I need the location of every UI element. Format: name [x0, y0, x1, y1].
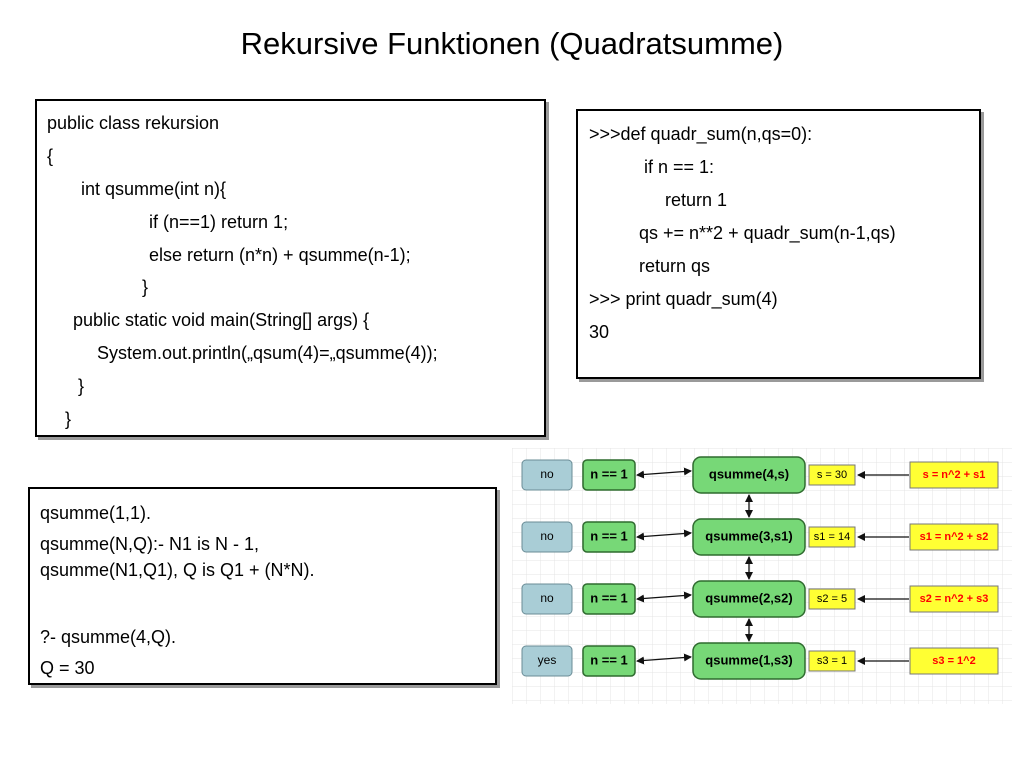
check-call-arrow [636, 591, 692, 603]
python-code-line: if n == 1: [644, 157, 715, 177]
value-box [808, 588, 856, 610]
check-node [582, 459, 636, 491]
value-box-label: s1 = 14 [814, 531, 850, 543]
check-call-arrow [636, 653, 692, 665]
java-code-line: int qsumme(int n){ [81, 179, 227, 199]
java-code-line: else return (n*n) + qsumme(n-1); [149, 245, 411, 265]
java-code-line: } [65, 409, 72, 429]
prolog-code-box: qsumme(1,1). qsumme(N,Q):- N1 is N - 1, … [28, 487, 497, 685]
call-node-label: qsumme(3,s1) [705, 528, 792, 543]
call-node [692, 642, 806, 680]
python-code-line: >>>def quadr_sum(n,qs=0): [589, 124, 813, 144]
java-code-box: public class rekursion { int qsumme(int … [35, 99, 546, 437]
check-node-label: n == 1 [590, 466, 628, 481]
check-node [582, 521, 636, 553]
java-code-line: public static void main(String[] args) { [73, 310, 370, 330]
formula-box [909, 585, 999, 613]
prolog-code-line: Q = 30 [40, 658, 95, 678]
check-call-arrow [636, 529, 692, 541]
call-node [692, 518, 806, 556]
check-node-label: n == 1 [590, 652, 628, 667]
formula-box-label: s1 = n^2 + s2 [920, 531, 989, 543]
check-node-label: n == 1 [590, 528, 628, 543]
call-node-label: qsumme(1,s3) [705, 652, 792, 667]
call-node-label: qsumme(4,s) [709, 466, 789, 481]
call-node [692, 456, 806, 494]
answer-node-label: yes [538, 653, 557, 667]
prolog-code-line: qsumme(N,Q):- N1 is N - 1, [40, 534, 260, 554]
python-code-line: return 1 [665, 190, 728, 210]
python-code-box: >>>def quadr_sum(n,qs=0): if n == 1: ret… [576, 109, 981, 379]
check-node [582, 645, 636, 677]
python-code-line: qs += n**2 + quadr_sum(n-1,qs) [639, 223, 896, 243]
python-code-line: >>> print quadr_sum(4) [589, 289, 778, 309]
prolog-code-line: qsumme(N1,Q1), Q is Q1 + (N*N). [40, 560, 315, 580]
answer-node-label: no [540, 529, 554, 543]
recursion-diagram: no n == 1 qsumme(4,s) s = 30 s = n^2 + s1 no n… [512, 448, 1012, 704]
formula-box [909, 523, 999, 551]
formula-box-label: s = n^2 + s1 [923, 469, 986, 481]
formula-box-label: s3 = 1^2 [932, 655, 975, 667]
answer-node-label: no [540, 591, 554, 605]
prolog-code-line: qsumme(1,1). [40, 503, 152, 523]
python-code-line: return qs [639, 256, 711, 276]
answer-node [521, 459, 573, 491]
value-box [808, 650, 856, 672]
answer-node [521, 583, 573, 615]
check-call-arrow [636, 467, 692, 479]
slide-title: Rekursive Funktionen (Quadratsumme) [240, 26, 784, 61]
check-node-label: n == 1 [590, 590, 628, 605]
java-code-line: public class rekursion [47, 113, 220, 133]
java-code-line: if (n==1) return 1; [149, 212, 289, 232]
java-code-line: { [47, 146, 54, 166]
call-node-label: qsumme(2,s2) [705, 590, 792, 605]
check-node [582, 583, 636, 615]
answer-node [521, 645, 573, 677]
answer-node [521, 521, 573, 553]
call-node [692, 580, 806, 618]
java-code-line: } [142, 277, 149, 297]
java-code-line: } [78, 376, 85, 396]
formula-box-label: s2 = n^2 + s3 [920, 593, 989, 605]
formula-box [909, 461, 999, 489]
value-box [808, 464, 856, 486]
value-box-label: s2 = 5 [817, 593, 847, 605]
java-code-line: System.out.println(„qsum(4)=„qsumme(4)); [97, 343, 438, 363]
python-code-line: 30 [589, 322, 610, 342]
value-box-label: s3 = 1 [817, 655, 847, 667]
value-box [808, 526, 856, 548]
formula-box [909, 647, 999, 675]
value-box-label: s = 30 [817, 469, 847, 481]
prolog-code-line: ?- qsumme(4,Q). [40, 627, 177, 647]
answer-node-label: no [540, 467, 554, 481]
